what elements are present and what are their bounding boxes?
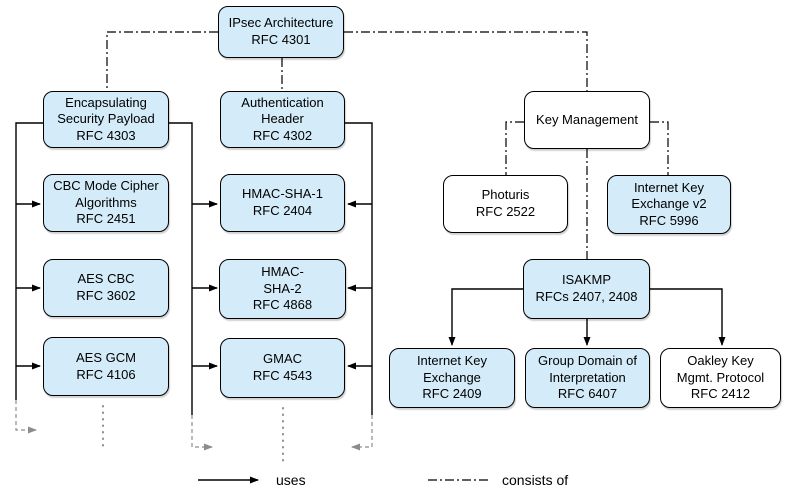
node-encapsulating-security-payload: Encapsulating Security Payload RFC 4303: [43, 91, 169, 148]
node-hmac-sha-2: HMAC- SHA-2 RFC 4868: [219, 259, 346, 319]
node-ipsec-architecture: IPsec Architecture RFC 4301: [218, 6, 344, 58]
consists-of-connectors: [106, 31, 669, 259]
continuation-connectors: [15, 400, 373, 451]
node-group-domain-of-interpretation: Group Domain of Interpretation RFC 6407: [525, 348, 650, 408]
node-cbc-mode-cipher-algorithms: CBC Mode Cipher Algorithms RFC 2451: [43, 174, 169, 232]
node-aes-gcm: AES GCM RFC 4106: [43, 337, 169, 396]
node-internet-key-exchange: Internet Key Exchange RFC 2409: [389, 348, 515, 408]
legend-uses-label: uses: [276, 472, 306, 488]
ellipsis-dotted-lines: [102, 405, 284, 467]
node-aes-cbc: AES CBC RFC 3602: [43, 259, 169, 317]
legend-consists-of-label: consists of: [502, 472, 569, 488]
node-internet-key-exchange-v2: Internet Key Exchange v2 RFC 5996: [607, 175, 731, 234]
node-gmac: GMAC RFC 4543: [220, 338, 345, 398]
node-photuris: Photuris RFC 2522: [443, 175, 568, 233]
uses-connectors: [15, 122, 726, 415]
node-key-management: Key Management: [524, 91, 650, 149]
node-hmac-sha-1: HMAC-SHA-1 RFC 2404: [220, 174, 345, 232]
node-isakmp: ISAKMP RFCs 2407, 2408: [523, 259, 650, 319]
node-authentication-header: Authentication Header RFC 4302: [220, 91, 345, 148]
node-oakley-key-mgmt-protocol: Oakley Key Mgmt. Protocol RFC 2412: [660, 348, 781, 408]
